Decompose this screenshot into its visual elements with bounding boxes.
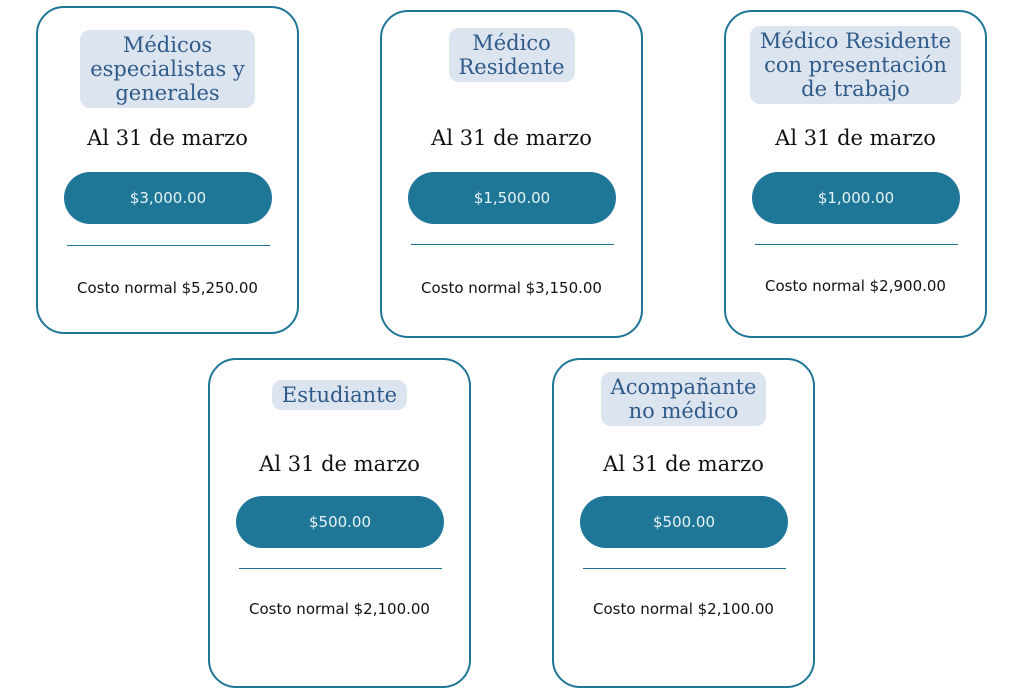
card-date: Al 31 de marzo: [87, 126, 248, 150]
card-date: Al 31 de marzo: [431, 126, 592, 150]
card-date: Al 31 de marzo: [259, 452, 420, 476]
card-title: Médicos especialistas y generales: [80, 30, 255, 108]
card-medico-residente: Médico Residente Al 31 de marzo $1,500.0…: [380, 10, 643, 338]
price-button[interactable]: $1,500.00: [408, 172, 616, 224]
normal-cost: Costo normal $2,900.00: [765, 277, 946, 295]
card-acompanante: Acompañante no médico Al 31 de marzo $50…: [552, 358, 815, 688]
card-title: Estudiante: [271, 380, 408, 410]
divider: [67, 245, 270, 246]
normal-cost: Costo normal $5,250.00: [77, 279, 258, 297]
card-estudiante: Estudiante Al 31 de marzo $500.00 Costo …: [208, 358, 471, 688]
normal-cost: Costo normal $2,100.00: [593, 600, 774, 618]
normal-cost: Costo normal $3,150.00: [421, 279, 602, 297]
price-button[interactable]: $1,000.00: [752, 172, 960, 224]
card-title: Médico Residente con presentación de tra…: [749, 26, 962, 104]
price-button[interactable]: $3,000.00: [64, 172, 272, 224]
card-medicos-especialistas: Médicos especialistas y generales Al 31 …: [36, 6, 299, 334]
price-button[interactable]: $500.00: [236, 496, 444, 548]
card-date: Al 31 de marzo: [775, 126, 936, 150]
divider: [755, 244, 958, 245]
divider: [411, 244, 614, 245]
divider: [583, 568, 786, 569]
card-date: Al 31 de marzo: [603, 452, 764, 476]
card-medico-residente-trabajo: Médico Residente con presentación de tra…: [724, 10, 987, 338]
divider: [239, 568, 442, 569]
card-title: Médico Residente: [448, 28, 575, 82]
price-button[interactable]: $500.00: [580, 496, 788, 548]
card-title: Acompañante no médico: [600, 372, 767, 426]
normal-cost: Costo normal $2,100.00: [249, 600, 430, 618]
